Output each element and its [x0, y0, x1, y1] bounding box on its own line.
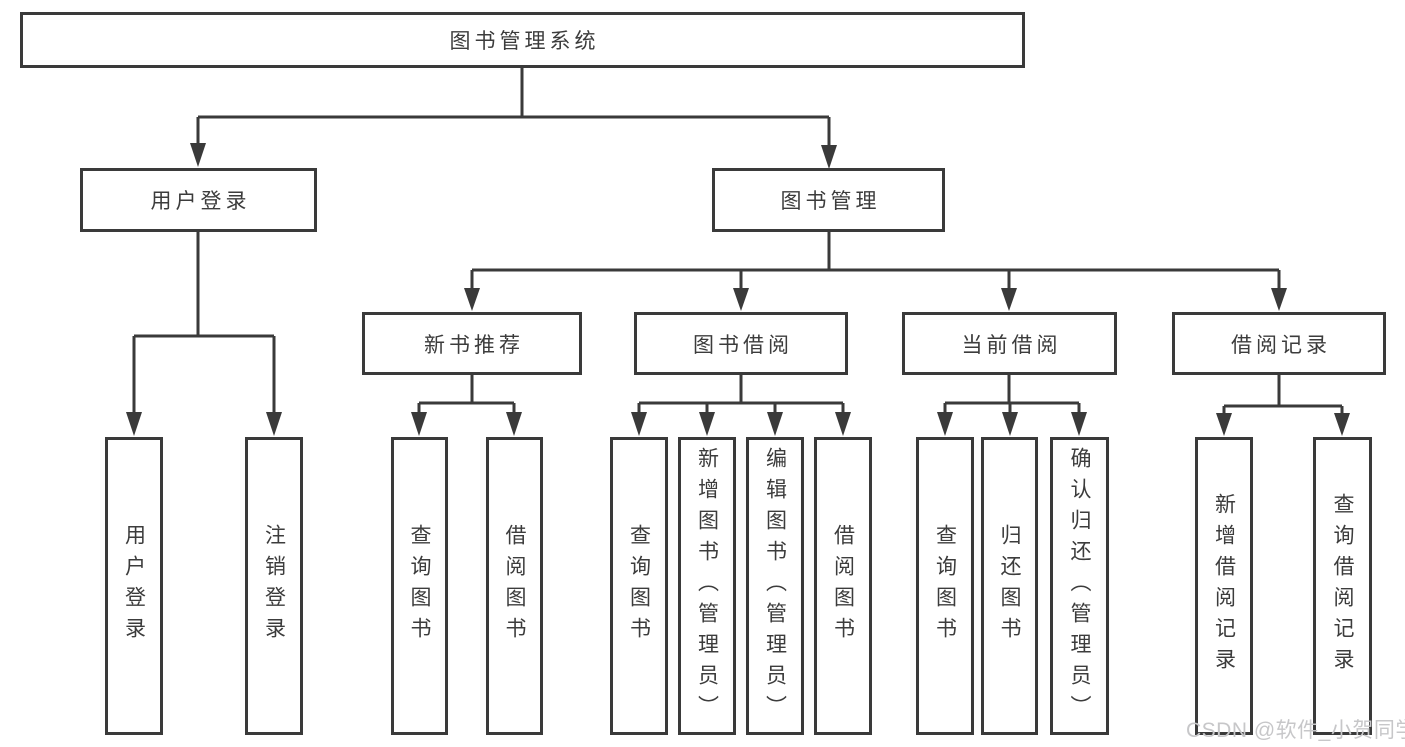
node-book-borrowing: 图书借阅 — [634, 312, 848, 375]
node-label: 查询图书 — [408, 524, 432, 648]
node-newbook-query-books: 查询图书 — [391, 437, 448, 735]
arrow-down-icon — [1216, 413, 1232, 436]
arrow-down-icon — [835, 412, 851, 436]
node-library-management-system: 图书管理系统 — [20, 12, 1025, 68]
connector-newbook-children — [411, 375, 522, 436]
node-label: 用户登录 — [122, 524, 146, 648]
node-borrowing-edit-books-admin: 编辑图书（管理员） — [746, 437, 804, 735]
arrow-down-icon — [506, 412, 522, 436]
node-newbook-borrow-books: 借阅图书 — [486, 437, 543, 735]
node-label: 图书管理 — [780, 190, 881, 213]
csdn-watermark: CSDN @软件_小贺同学 — [1186, 719, 1405, 742]
node-label: 确认归还（管理员） — [1068, 446, 1092, 726]
node-new-book-recommend: 新书推荐 — [362, 312, 582, 375]
node-current-query-books: 查询图书 — [916, 437, 974, 735]
node-label: 新增借阅记录 — [1212, 493, 1236, 679]
arrow-down-icon — [1001, 288, 1017, 311]
arrow-down-icon — [1071, 412, 1087, 436]
arrow-down-icon — [821, 145, 837, 169]
node-label: 查询图书 — [933, 524, 957, 648]
connector-records-children — [1216, 375, 1350, 436]
arrow-down-icon — [266, 412, 282, 436]
arrow-down-icon — [631, 412, 647, 436]
node-records-query-record: 查询借阅记录 — [1313, 437, 1372, 735]
node-borrowing-query-books: 查询图书 — [610, 437, 668, 735]
node-label: 图书管理系统 — [449, 30, 600, 53]
node-label: 新书推荐 — [424, 333, 524, 357]
node-label: 归还图书 — [998, 524, 1022, 648]
node-current-confirm-return-admin: 确认归还（管理员） — [1050, 437, 1109, 735]
arrow-down-icon — [1002, 412, 1018, 436]
arrow-down-icon — [699, 412, 715, 436]
arrow-down-icon — [937, 412, 953, 436]
node-label: 用户登录 — [150, 190, 251, 213]
node-borrow-records: 借阅记录 — [1172, 312, 1386, 375]
arrow-down-icon — [190, 143, 206, 167]
node-book-management-module: 图书管理 — [712, 168, 945, 232]
node-label: 借阅图书 — [831, 524, 855, 648]
node-user-login-action: 用户登录 — [105, 437, 163, 735]
arrow-down-icon — [411, 412, 427, 436]
arrow-down-icon — [464, 288, 480, 311]
node-label: 借阅图书 — [503, 524, 527, 648]
arrow-down-icon — [126, 412, 142, 436]
arrow-down-icon — [1334, 413, 1350, 436]
node-user-login-module: 用户登录 — [80, 168, 317, 232]
node-label: 注销登录 — [262, 524, 286, 648]
node-label: 当前借阅 — [961, 333, 1062, 357]
connector-root-to-level2 — [190, 66, 837, 169]
connector-bookmgmt-children — [464, 232, 1287, 311]
node-label: 新增图书（管理员） — [695, 446, 719, 726]
connector-borrow-children — [631, 375, 851, 436]
node-current-return-books: 归还图书 — [981, 437, 1038, 735]
arrow-down-icon — [1271, 288, 1287, 311]
node-current-borrowing: 当前借阅 — [902, 312, 1117, 375]
node-label: 图书借阅 — [693, 333, 793, 357]
connector-userlogin-children — [126, 232, 282, 436]
node-borrowing-borrow-books: 借阅图书 — [814, 437, 872, 735]
arrow-down-icon — [767, 412, 783, 436]
node-label: 编辑图书（管理员） — [763, 446, 787, 726]
node-logout-action: 注销登录 — [245, 437, 303, 735]
node-label: 查询图书 — [627, 524, 651, 648]
node-records-add-record: 新增借阅记录 — [1195, 437, 1253, 735]
node-borrowing-add-books-admin: 新增图书（管理员） — [678, 437, 736, 735]
connector-current-children — [937, 375, 1087, 436]
node-label: 借阅记录 — [1231, 333, 1331, 357]
node-label: 查询借阅记录 — [1331, 493, 1355, 679]
arrow-down-icon — [733, 288, 749, 311]
